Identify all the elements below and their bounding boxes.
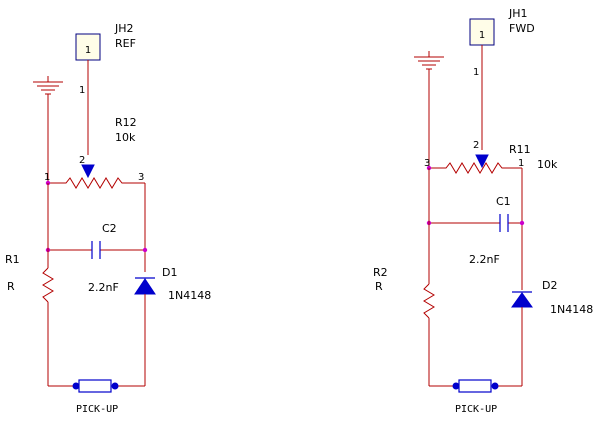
left-resistor-zigzag	[42, 267, 54, 303]
right-pot-ref: R11	[509, 143, 531, 156]
right-wire-pin: 1	[473, 67, 479, 78]
left-connector-name: REF	[115, 37, 136, 50]
right-cap-ref: C1	[496, 195, 511, 208]
left-pot-ref: R12	[115, 116, 137, 129]
right-connector-pin: 1	[479, 30, 485, 41]
left-resistor-value: R	[7, 280, 15, 293]
right-pickup-label: PICK-UP	[455, 404, 497, 415]
left-resistor-ref: R1	[5, 253, 20, 266]
right-pot-pin-b: 1	[518, 158, 524, 169]
left-pot-value: 10k	[115, 131, 136, 144]
right-junction-cap-right	[519, 220, 525, 226]
right-pot-resistor	[429, 162, 522, 174]
left-diode-ref: D1	[162, 266, 177, 279]
right-resistor-zigzag	[423, 283, 435, 319]
left-circuit: 1 JH2 REF 1 R12 10k 2 1 3 C2 2.2nF R1 R …	[5, 22, 211, 415]
left-cap-value: 2.2nF	[88, 281, 119, 294]
right-diode-value: 1N4148	[550, 303, 593, 316]
left-diode-triangle	[134, 278, 156, 295]
left-pot-resistor	[48, 177, 145, 189]
left-pot-wiper-pin: 2	[79, 155, 85, 166]
right-diode-ref: D2	[542, 279, 557, 292]
right-resistor-value: R	[375, 280, 383, 293]
left-connector-pin: 1	[85, 45, 91, 56]
left-pickup-label: PICK-UP	[76, 404, 118, 415]
left-junction-cap-right	[142, 247, 148, 253]
right-circuit: 1 JH1 FWD 1 R11 10k 2 3 1 C1 2.2nF R2 R …	[373, 7, 593, 415]
right-connector-ref: JH1	[508, 7, 528, 20]
left-wire-pin: 1	[79, 85, 85, 96]
right-connector-name: FWD	[509, 22, 535, 35]
right-resistor-ref: R2	[373, 266, 388, 279]
left-pot-pin-a: 1	[44, 172, 50, 183]
right-pickup	[452, 379, 499, 393]
left-pot-pin-b: 3	[138, 172, 144, 183]
right-pot-wiper-arrow	[475, 154, 489, 169]
left-ground-symbol	[33, 76, 63, 95]
left-diode-value: 1N4148	[168, 289, 211, 302]
left-cap-ref: C2	[102, 222, 117, 235]
left-pickup	[72, 379, 119, 393]
right-cap-value: 2.2nF	[469, 253, 500, 266]
left-connector-ref: JH2	[114, 22, 134, 35]
right-pot-pin-a: 3	[424, 158, 430, 169]
right-ground-symbol	[414, 51, 444, 70]
right-pot-value: 10k	[537, 158, 558, 171]
right-connector-box	[469, 18, 495, 46]
right-diode-triangle	[511, 292, 533, 308]
left-pot-wiper-arrow	[81, 164, 95, 179]
right-pot-wiper-pin: 2	[473, 140, 479, 151]
